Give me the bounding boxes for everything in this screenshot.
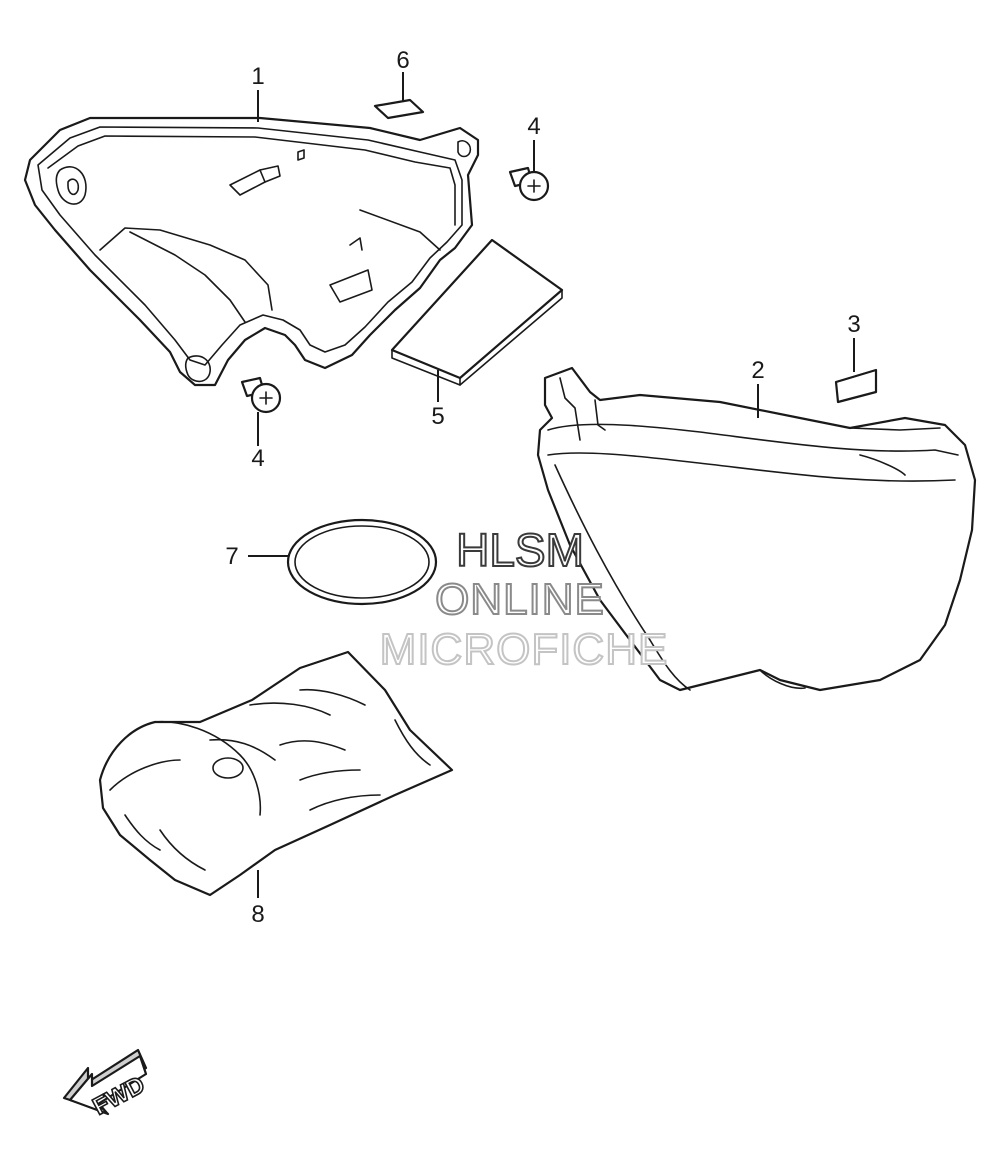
part-1-frame-cover[interactable] [23,116,480,387]
callout-4-lower: 4 [251,445,264,472]
callout-6: 6 [396,47,409,74]
part-4-bolt-lower[interactable] [240,376,282,414]
part-4-bolt-upper[interactable] [508,166,550,202]
callout-4-upper: 4 [527,113,540,140]
leader-lines [248,72,855,898]
part-5-pad[interactable] [390,238,564,386]
part-7-band[interactable] [286,518,438,606]
watermark-line-2: ONLINE [435,575,605,624]
callout-labels: 1 2 3 4 4 5 6 7 8 [225,47,860,928]
fwd-arrow-icon: FWD [62,1048,150,1121]
callout-1: 1 [251,63,264,90]
part-3-emblem[interactable] [834,368,878,404]
part-6-plate[interactable] [373,98,425,120]
callout-2: 2 [751,357,764,384]
callout-8: 8 [251,901,264,928]
part-2-side-cover[interactable] [536,366,977,692]
part-8-bag[interactable] [98,650,454,897]
callout-7: 7 [225,543,238,570]
callout-5: 5 [431,403,444,430]
watermark-line-3: MICROFICHE [380,625,669,674]
watermark: HLSM ONLINE MICROFICHE [379,523,669,675]
watermark-line-1: HLSM [456,524,584,576]
callout-3: 3 [847,311,860,338]
